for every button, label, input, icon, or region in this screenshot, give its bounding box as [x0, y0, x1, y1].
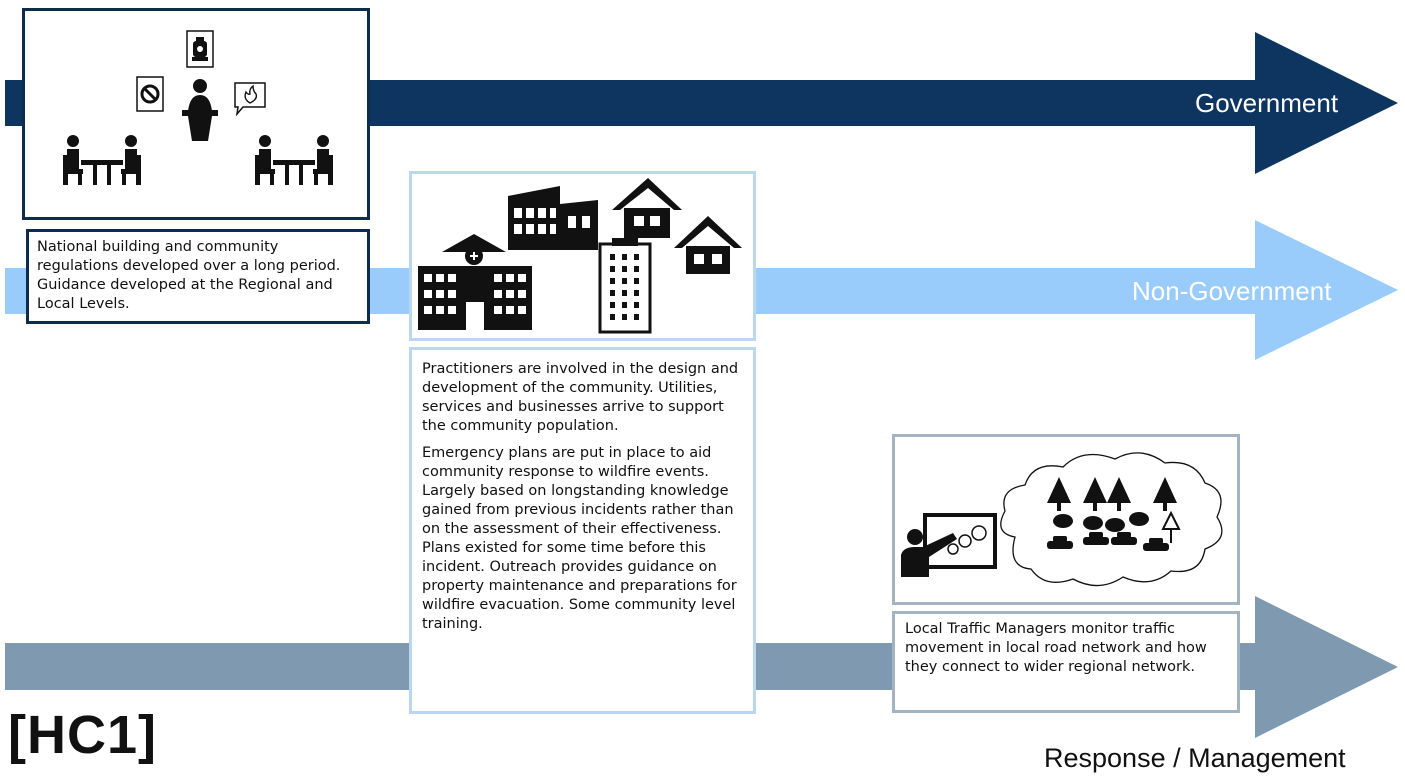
fire-speech-bubble-icon: [234, 82, 266, 117]
government-note-text: National building and community regulati…: [37, 239, 341, 312]
cars-icon: [1047, 532, 1169, 551]
non-government-note-paragraph-2: Emergency plans are put in place to aid …: [422, 445, 737, 632]
non-government-note-paragraph-1: Practitioners are involved in the design…: [422, 361, 739, 434]
warning-sign-icon: [1161, 510, 1181, 543]
traffic-note-text: Local Traffic Managers monitor traffic m…: [905, 621, 1207, 675]
meeting-table-icon: [63, 135, 141, 185]
meeting-table-icon: [255, 135, 333, 185]
office-building-icon: [508, 186, 598, 250]
traffic-note: Local Traffic Managers monitor traffic m…: [892, 611, 1240, 713]
presenter-screen-icon: [901, 513, 997, 577]
apartment-tower-icon: [598, 238, 652, 334]
figure-tag: [HC1]: [8, 705, 157, 765]
response-axis-label: Response / Management: [1044, 743, 1346, 773]
government-note: National building and community regulati…: [26, 229, 370, 324]
house-icon: [612, 178, 682, 238]
house-icon: [674, 216, 742, 274]
non-government-illustration-panel: [409, 171, 756, 341]
fire-hydrant-sign-icon: [186, 30, 214, 68]
speaker-podium-icon: [182, 79, 218, 141]
forest-icon: [1047, 477, 1177, 532]
traffic-illustration-panel: [892, 434, 1240, 605]
non-government-note: Practitioners are involved in the design…: [409, 347, 756, 714]
government-lane-label: Government: [1195, 88, 1339, 118]
government-illustration-panel: [22, 8, 370, 220]
non-government-lane-label: Non-Government: [1132, 276, 1332, 306]
prohibition-sign-icon: [136, 76, 164, 112]
hospital-icon: [418, 234, 532, 330]
government-arrow: [5, 32, 1398, 174]
